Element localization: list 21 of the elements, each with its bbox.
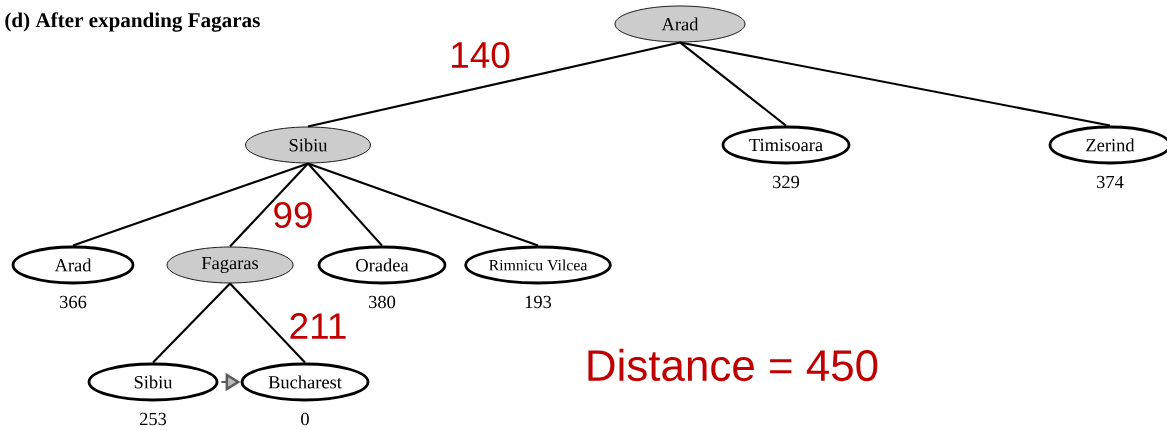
heuristic-value: 380	[369, 295, 396, 309]
edge-label: 211	[290, 313, 346, 339]
distance-note: Distance = 450	[588, 348, 878, 382]
tree-edge	[229, 282, 306, 364]
tree-edge	[679, 41, 787, 127]
heuristic-value: 329	[773, 175, 800, 189]
tree-edge	[229, 162, 309, 248]
tree-edge	[307, 162, 539, 247]
tree-edge	[72, 162, 309, 247]
edge-label: 99	[274, 201, 312, 229]
heuristic-value: 374	[1097, 175, 1124, 189]
title: (d) After expanding Fagaras	[5, 12, 260, 32]
heuristic-value: 253	[139, 412, 167, 426]
edge-label: 140	[452, 41, 510, 69]
tree-edge	[679, 41, 1111, 127]
heuristic-value: 193	[525, 295, 552, 309]
tree-edge	[307, 41, 681, 128]
heuristic-value: 366	[60, 295, 87, 309]
tree-edge	[307, 162, 383, 247]
tree-edge	[152, 282, 231, 364]
heuristic-value: 0	[301, 412, 309, 426]
